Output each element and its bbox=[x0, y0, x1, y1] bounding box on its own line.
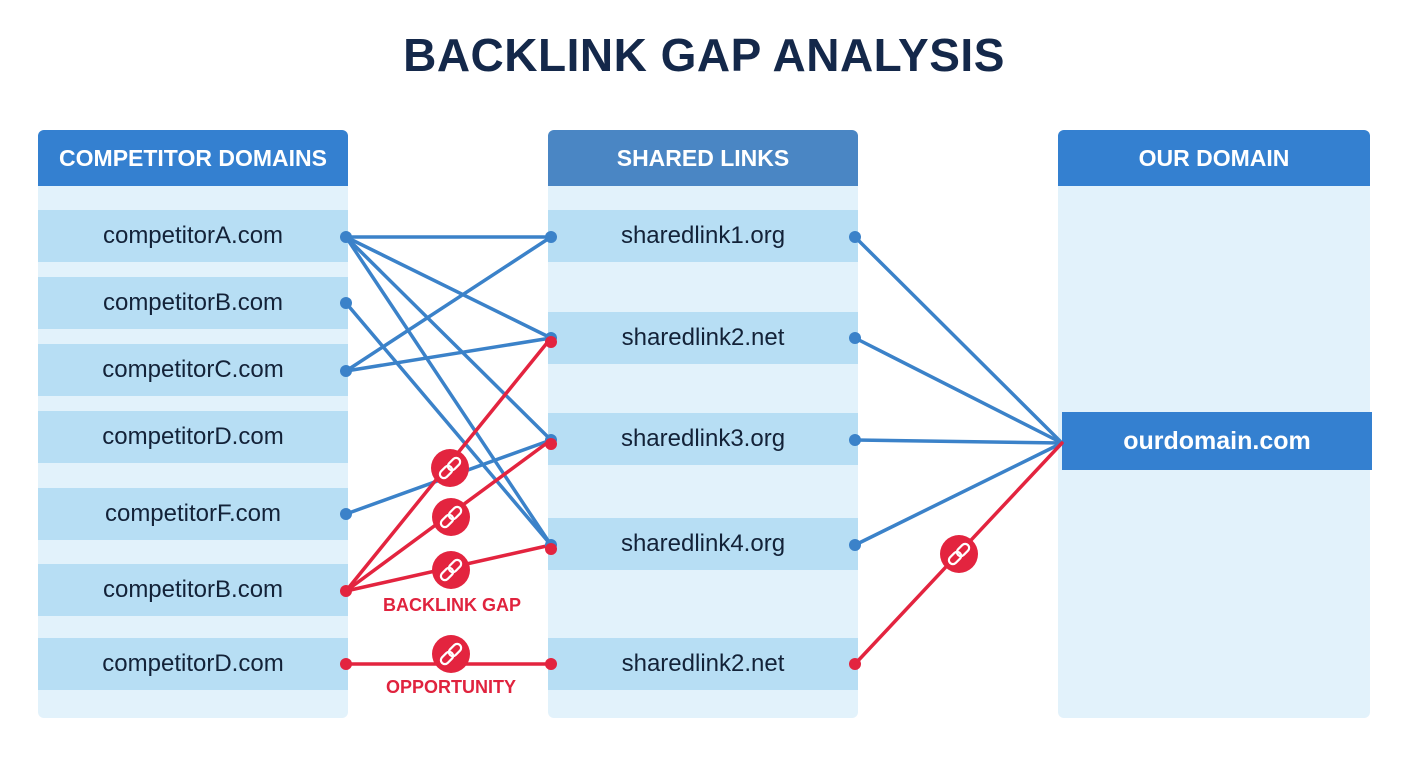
competitor-row[interactable]: competitorF.com bbox=[38, 488, 348, 540]
backlink-gap-label: BACKLINK GAP bbox=[383, 595, 521, 615]
our-domain-header: OUR DOMAIN bbox=[1058, 130, 1370, 186]
competitor-row[interactable]: competitorD.com bbox=[38, 411, 348, 463]
gap-connector-line bbox=[344, 438, 553, 593]
gap-connector-line bbox=[853, 441, 1064, 666]
page-title: BACKLINK GAP ANALYSIS bbox=[403, 29, 1005, 81]
competitor-domains-header: COMPETITOR DOMAINS bbox=[38, 130, 348, 186]
shared-links-header: SHARED LINKS bbox=[548, 130, 858, 186]
backlink-connector-line bbox=[853, 336, 1064, 445]
chain-link-icon[interactable] bbox=[432, 551, 470, 589]
chain-link-icon[interactable] bbox=[940, 535, 978, 573]
competitor-row[interactable]: competitorA.com bbox=[38, 210, 348, 262]
backlink-connector-line bbox=[344, 301, 553, 547]
backlink-connector-line bbox=[344, 235, 553, 373]
shared-link-row[interactable]: sharedlink1.org bbox=[548, 210, 858, 262]
backlink-connector-line bbox=[853, 438, 1064, 445]
gap-connector-line bbox=[344, 336, 553, 593]
chain-link-icon[interactable] bbox=[432, 498, 470, 536]
shared-links-column: SHARED LINKS sharedlink1.org sharedlink2… bbox=[548, 130, 858, 718]
backlink-connector-line bbox=[344, 235, 553, 442]
competitor-row[interactable]: competitorC.com bbox=[38, 344, 348, 396]
chain-link-icon[interactable] bbox=[431, 449, 469, 487]
our-domain-box[interactable]: ourdomain.com bbox=[1062, 412, 1372, 470]
shared-link-row[interactable]: sharedlink2.net bbox=[548, 638, 858, 690]
chain-link-icon[interactable] bbox=[432, 635, 470, 673]
gap-connector-line bbox=[344, 543, 553, 593]
competitor-domains-column: COMPETITOR DOMAINS competitorA.com compe… bbox=[38, 130, 348, 718]
shared-link-row[interactable]: sharedlink3.org bbox=[548, 413, 858, 465]
backlink-connector-line bbox=[344, 235, 553, 547]
backlink-connector-line bbox=[344, 438, 553, 516]
competitor-row[interactable]: competitorB.com bbox=[38, 277, 348, 329]
our-domain-column: OUR DOMAIN ourdomain.com bbox=[1058, 130, 1372, 718]
shared-link-row[interactable]: sharedlink4.org bbox=[548, 518, 858, 570]
competitor-row[interactable]: competitorB.com bbox=[38, 564, 348, 616]
backlink-connector-line bbox=[853, 235, 1064, 445]
backlink-connector-line bbox=[344, 336, 553, 373]
opportunity-label: OPPORTUNITY bbox=[386, 677, 516, 697]
backlink-connector-line bbox=[344, 235, 553, 340]
shared-link-row[interactable]: sharedlink2.net bbox=[548, 312, 858, 364]
competitor-row[interactable]: competitorD.com bbox=[38, 638, 348, 690]
backlink-connector-line bbox=[853, 441, 1064, 547]
